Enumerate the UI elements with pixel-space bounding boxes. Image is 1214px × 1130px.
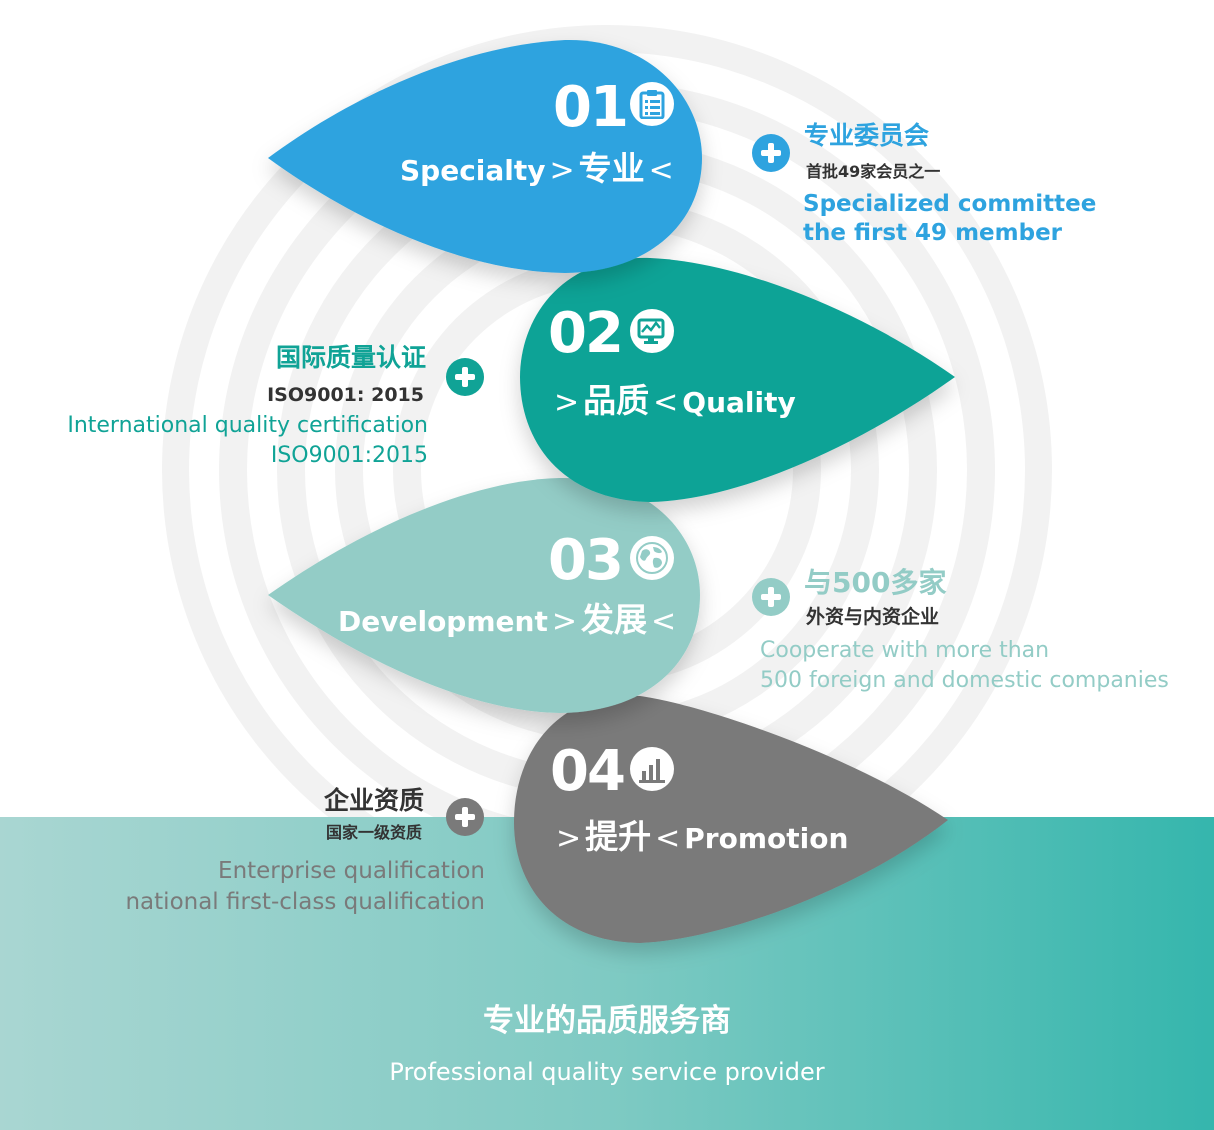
info-01-line-2: the first 49 member [803, 220, 1063, 247]
chevron-left-icon: < [653, 385, 679, 420]
chevron-right-icon: > [556, 821, 582, 856]
info-04-line-1: Enterprise qualification [218, 858, 485, 884]
info-03-english: Cooperate with more than 500 foreign and… [760, 636, 1169, 696]
step-number-04: 04 [550, 739, 626, 804]
info-03-subtitle: 外资与内资企业 [806, 606, 940, 628]
drop-02-shape [520, 257, 955, 502]
info-03-line-1: Cooperate with more than [760, 638, 1050, 663]
plus-icon [752, 578, 790, 616]
info-03-title: 与500多家 [804, 566, 947, 599]
info-03-line-2: 500 foreign and domestic companies [760, 667, 1169, 693]
chevron-left-icon: < [655, 821, 681, 856]
step-number-03: 03 [548, 528, 624, 593]
clipboard-icon [630, 82, 674, 126]
info-02-subtitle: ISO9001: 2015 [267, 384, 424, 406]
info-02-line-2: ISO9001:2015 [270, 442, 428, 468]
drop-03-title-cn: 发展 [580, 600, 647, 639]
drop-01-title-en: Specialty [400, 154, 546, 187]
footer-subtitle: Professional quality service provider [389, 1058, 825, 1086]
step-number-02: 02 [548, 301, 624, 366]
drop-03-shape [268, 477, 700, 713]
chevron-right-icon: > [554, 385, 580, 420]
info-02-line-1: International quality certification [67, 413, 428, 438]
info-01-subtitle: 首批49家会员之一 [806, 162, 941, 181]
info-04-line-2: national first-class qualification [125, 889, 485, 916]
bar-chart-icon [630, 747, 674, 791]
step-number-01: 01 [553, 75, 629, 140]
plus-icon [446, 798, 484, 836]
info-04-subtitle: 国家一级资质 [325, 823, 422, 842]
drop-01-title: Specialty>专业< [400, 152, 678, 186]
drop-01-title-cn: 专业 [578, 149, 645, 188]
drop-03-title: Development>发展< [338, 603, 680, 637]
drop-04-title-cn: 提升 [585, 817, 652, 856]
globe-icon [630, 536, 674, 580]
drop-04-title-en: Promotion [684, 822, 849, 855]
drop-04-shape [513, 695, 948, 943]
drop-02-title-cn: 品质 [583, 381, 650, 420]
chevron-left-icon: < [648, 153, 674, 188]
drop-02-title-en: Quality [682, 386, 796, 419]
info-01-line-1: Specialized committee [803, 191, 1097, 217]
drop-02-title: >品质<Quality [550, 384, 796, 418]
plus-icon [446, 358, 484, 396]
info-01-english: Specialized committee the first 49 membe… [803, 190, 1096, 249]
chevron-right-icon: > [551, 604, 577, 639]
info-02-english: International quality certification ISO9… [67, 411, 428, 471]
info-01-title: 专业委员会 [804, 121, 930, 150]
plus-icon [752, 134, 790, 172]
info-02-title: 国际质量认证 [275, 343, 426, 372]
drop-04-title: >提升<Promotion [552, 820, 848, 854]
drop-03-title-en: Development [338, 605, 548, 638]
monitor-chart-icon [630, 309, 674, 353]
drop-01-shape [268, 39, 702, 273]
chevron-right-icon: > [549, 153, 575, 188]
info-04-english: Enterprise qualification national first-… [125, 856, 485, 919]
footer-title: 专业的品质服务商 [483, 1003, 731, 1039]
info-04-title: 企业资质 [323, 786, 424, 815]
chevron-left-icon: < [650, 604, 677, 639]
